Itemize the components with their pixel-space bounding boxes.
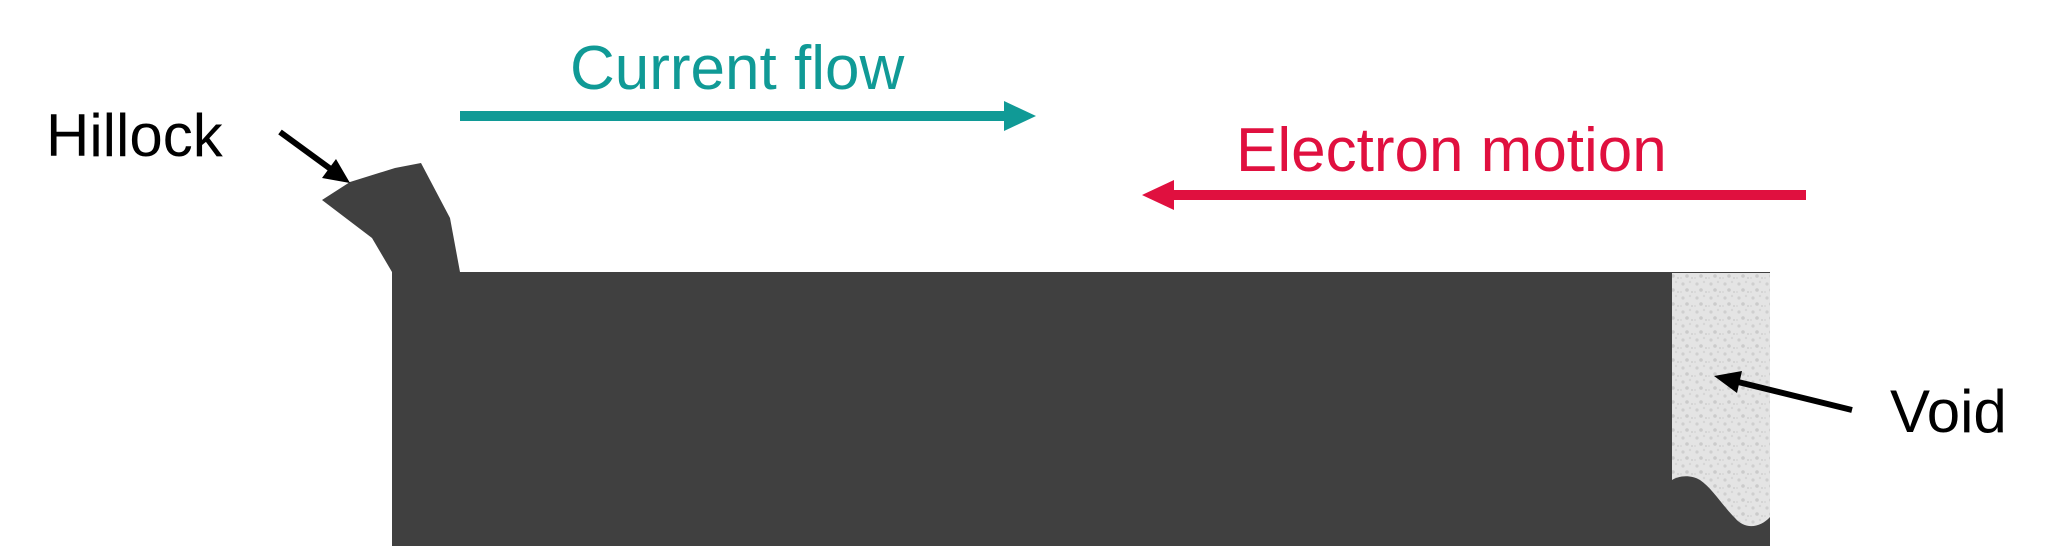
conductor-line [322, 163, 1770, 546]
void-pointer-arrowhead [1714, 371, 1742, 393]
hillock-label: Hillock [46, 102, 223, 169]
current-flow-label: Current flow [570, 34, 905, 103]
hillock-pointer-arrow [278, 129, 334, 173]
electron-motion-label: Electron motion [1236, 116, 1667, 185]
void-label: Void [1890, 378, 2007, 445]
hillock-pointer-arrowhead [322, 159, 350, 183]
void-region [1672, 273, 1770, 527]
void-pointer-arrow [1737, 379, 1853, 413]
electron-motion-arrowhead [1142, 180, 1174, 210]
current-flow-arrowhead [1004, 101, 1036, 131]
